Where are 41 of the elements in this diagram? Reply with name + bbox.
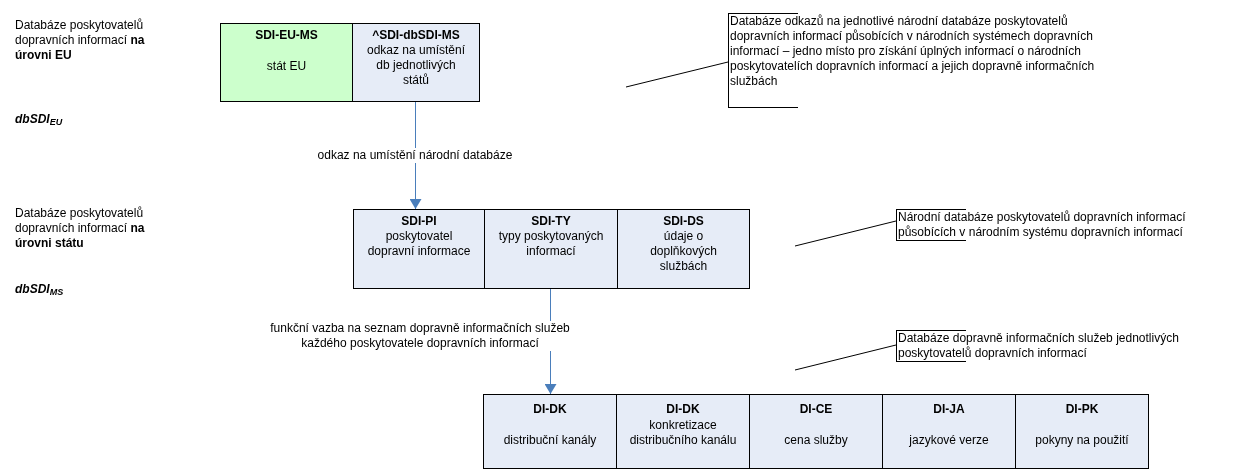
database-table-box [353, 209, 485, 289]
database-table-box [220, 23, 353, 102]
level-label: Databáze poskytovatelů dopravních informací na úrovni státu [15, 206, 146, 251]
level-label: Databáze poskytovatelů dopravních informací na úrovni EU [15, 18, 146, 63]
database-table-box [352, 23, 480, 102]
table-code: DI-CE [799, 402, 833, 417]
table-description: konkretizace distribučního kanálu [629, 418, 737, 448]
table-description: stát EU [266, 59, 307, 74]
table-code: ^SDI-dbSDI-MS [372, 28, 460, 43]
level-label: dbSDI$_{EU}$ [15, 112, 64, 127]
table-code: SDI-EU-MS [255, 28, 318, 43]
callout-text: Databáze dopravně informačních služeb jednotlivých poskytovatelů dopravních informací [898, 330, 1180, 361]
database-table-box [484, 209, 618, 289]
callout-text: Národní databáze poskytovatelů dopravních informací působících v národním systému dopravních informací [898, 209, 1187, 240]
level-label: dbSDI$_{MS}$ [15, 282, 65, 297]
database-table-box [483, 394, 617, 469]
table-code: SDI-DS [663, 214, 704, 229]
table-description: distribuční kanály [503, 433, 597, 448]
database-table-box [617, 209, 750, 289]
table-code: SDI-TY [531, 214, 571, 229]
table-description: jazykové verze [909, 433, 989, 448]
table-description: poskytovatel dopravní informace [366, 229, 472, 259]
table-description: údaje o doplňkových službách [649, 229, 718, 274]
leader-line [794, 344, 897, 371]
leader-line [625, 61, 729, 88]
table-code: DI-JA [933, 402, 965, 417]
table-code: DI-DK [666, 402, 700, 417]
table-code: DI-DK [533, 402, 567, 417]
table-code: DI-PK [1065, 402, 1099, 417]
leader-line [794, 220, 897, 247]
arrow [409, 101, 422, 210]
table-description: pokyny na použití [1035, 433, 1129, 448]
database-table-box [1015, 394, 1149, 469]
callout-text: Databáze odkazů na jednotlivé národní databáze poskytovatelů dopravních informací působících v národních systémech dopravních informací – jedno místo pro získání úplných informací o národních poskytovatelích dopravních informací a jejich dopravně informačních službách [730, 13, 1096, 89]
database-table-box [749, 394, 883, 469]
table-code: SDI-PI [401, 214, 437, 229]
table-description: odkaz na umístění db jednotlivých států [365, 43, 467, 88]
database-table-box [882, 394, 1016, 469]
table-description: cena služby [784, 433, 848, 448]
table-description: typy poskytovaných informací [497, 229, 605, 259]
database-table-box [616, 394, 750, 469]
